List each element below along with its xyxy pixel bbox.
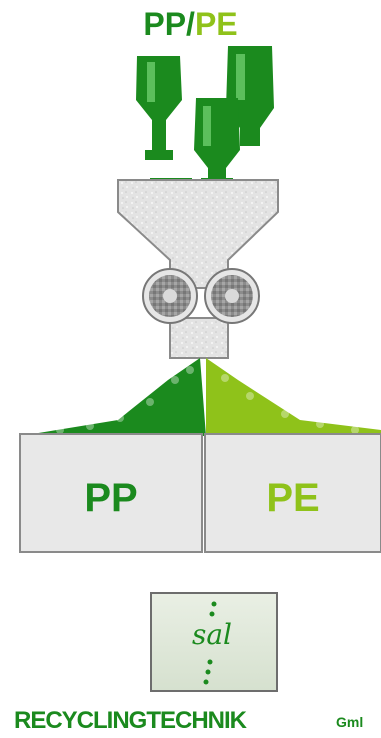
bin-pp	[19, 433, 203, 553]
pellet-icon	[20, 358, 206, 436]
gear-icon	[204, 268, 260, 324]
diagram-title: PP/PE	[0, 6, 381, 42]
bin-label-pe: PE	[266, 476, 320, 520]
pellet-icon	[206, 358, 381, 436]
bottle-icon	[194, 98, 240, 188]
title-pp: PP	[143, 6, 187, 42]
hopper-icon	[117, 179, 279, 359]
bin-label-pp: PP	[84, 476, 138, 520]
bin-pe	[204, 433, 381, 553]
company-name-main: RECYCLINGTECHNIK	[14, 707, 247, 734]
title-separator: /	[186, 6, 195, 42]
gear-icon	[142, 268, 198, 324]
company-logo	[150, 592, 278, 692]
company-name: RECYCLINGTECHNIK Gml	[0, 706, 381, 736]
company-name-suffix: Gml	[336, 714, 364, 730]
title-pe: PE	[194, 6, 238, 42]
bottle-icon	[136, 56, 182, 160]
